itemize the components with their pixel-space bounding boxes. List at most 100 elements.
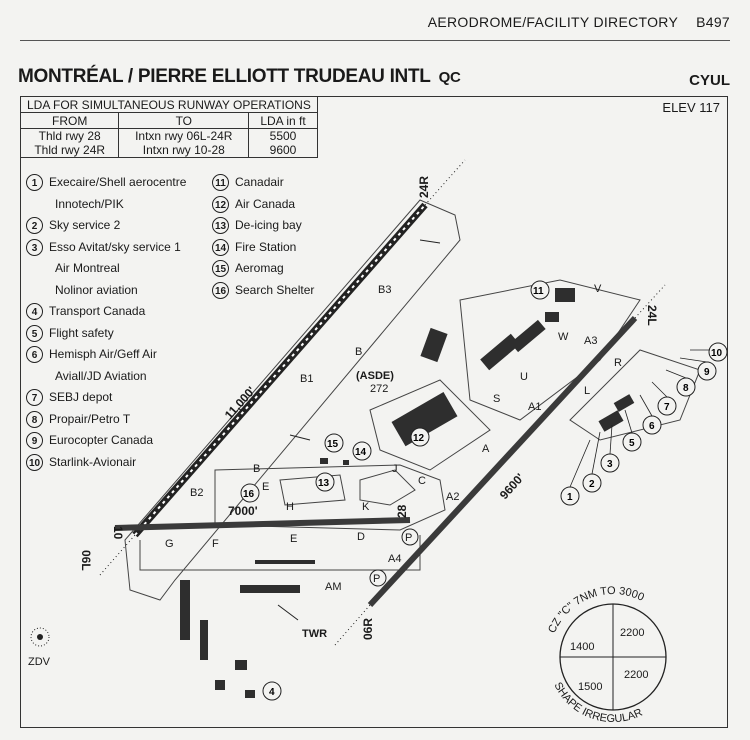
svg-text:15: 15 xyxy=(327,439,339,450)
airport-title: MONTRÉAL / PIERRE ELLIOTT TRUDEAU INTL QC xyxy=(18,66,461,88)
legend-text: Sky service 2 xyxy=(49,218,121,232)
legend-number: 12 xyxy=(212,195,229,213)
marker-1: 1 xyxy=(560,486,580,506)
runway-label-24l: 24L xyxy=(645,305,659,326)
building xyxy=(180,580,190,640)
legend-number: 11 xyxy=(212,174,229,192)
marker-9: 9 xyxy=(697,361,717,381)
taxiway-label: A1 xyxy=(528,401,541,413)
taxiway-label: H xyxy=(286,501,294,513)
building xyxy=(598,410,624,432)
legend-text: Air Montreal xyxy=(55,261,120,275)
taxiway-label: B3 xyxy=(378,284,391,296)
svg-text:1: 1 xyxy=(567,492,573,503)
taxiway-label: A2 xyxy=(446,491,459,503)
building-aeromag xyxy=(320,458,328,464)
building-canadair xyxy=(555,288,575,302)
lda-value-2: 9600 xyxy=(269,143,297,157)
building xyxy=(420,327,448,363)
legend-text: Starlink-Avionair xyxy=(49,454,137,469)
taxiway-label: B1 xyxy=(300,373,313,385)
airspace-q4: 2200 xyxy=(624,669,648,681)
taxiway-label: V xyxy=(594,283,602,295)
leader-line xyxy=(591,431,601,475)
svg-text:4: 4 xyxy=(269,687,275,698)
taxiway-label: U xyxy=(520,371,528,383)
lda-cell: Intxn rwy 06L-24R Intxn rwy 10-28 xyxy=(118,128,250,158)
svg-text:2: 2 xyxy=(589,479,595,490)
taxiway-label: C xyxy=(418,475,426,487)
building-air-canada xyxy=(391,392,458,447)
runway-label-24r: 24R xyxy=(417,176,431,198)
runway-06r-24l xyxy=(367,315,638,608)
runway-label-06r: 06R xyxy=(361,618,375,640)
taxiway-label: A3 xyxy=(584,335,597,347)
svg-text:8: 8 xyxy=(683,383,689,394)
marker-11: 11 xyxy=(530,280,550,300)
legend-item: 11 Canadair xyxy=(212,172,314,194)
marker-16: 16 xyxy=(240,483,260,503)
marker-12: 12 xyxy=(410,427,430,447)
lda-header-from: FROM xyxy=(19,112,120,129)
page-number: B497 xyxy=(696,14,730,30)
legend-text: SEBJ depot xyxy=(49,390,113,404)
airport-name: MONTRÉAL / PIERRE ELLIOTT TRUDEAU INTL xyxy=(18,66,431,87)
runway-length-10-28: 7000' xyxy=(228,504,258,518)
legend-text: Canadair xyxy=(235,175,284,189)
legend-item: Aviall/JD Aviation xyxy=(26,366,186,388)
svg-text:10: 10 xyxy=(711,348,723,359)
legend-number: 6 xyxy=(26,346,43,364)
legend-text: Innotech/PIK xyxy=(55,196,124,211)
tower-label: TWR xyxy=(302,628,327,640)
taxiway-label: K xyxy=(362,501,370,513)
svg-text:13: 13 xyxy=(318,478,330,489)
legend-number: 13 xyxy=(212,217,229,235)
svg-text:P: P xyxy=(405,532,412,544)
leader-line xyxy=(665,369,687,379)
airport-province: QC xyxy=(438,69,461,86)
svg-text:5: 5 xyxy=(629,438,635,449)
leader-line xyxy=(639,394,653,417)
marker-13: 13 xyxy=(315,472,335,492)
airspace-q3: 1500 xyxy=(578,681,602,693)
svg-text:12: 12 xyxy=(413,433,425,444)
legend-text: Transport Canada xyxy=(49,304,146,318)
legend-number: 14 xyxy=(212,238,229,256)
legend-number: 3 xyxy=(26,238,43,256)
runway-10-28 xyxy=(114,517,411,531)
taxiway-label: S xyxy=(493,393,500,405)
approach-lights-06l xyxy=(99,534,136,576)
legend-text: Execaire/Shell aerocentre xyxy=(49,175,187,189)
lda-from-1: Thld rwy 28 xyxy=(38,129,101,143)
lda-from-2: Thld rwy 24R xyxy=(34,143,106,157)
taxiway-label: R xyxy=(614,357,622,369)
taxiway-label: G xyxy=(165,538,174,550)
legend-text: Esso Avitat/sky service 1 xyxy=(49,239,181,254)
taxiway-label: B2 xyxy=(190,487,203,499)
lda-value-1: 5500 xyxy=(269,129,297,143)
approach-lights-24r xyxy=(424,159,466,206)
taxiway-label: W xyxy=(558,331,569,343)
marker-14: 14 xyxy=(352,441,372,461)
leader-line xyxy=(624,409,633,434)
leader-line xyxy=(609,424,613,455)
airspace-rose: CZ "C" 7NM TO 3000 SHAPE IRREGULAR 1400 … xyxy=(546,585,667,725)
building xyxy=(510,319,546,353)
svg-text:3: 3 xyxy=(607,459,613,470)
airspace-q2: 2200 xyxy=(620,627,644,639)
taxiway-label: J xyxy=(392,463,398,475)
runway-length-06r-24l: 9600' xyxy=(497,471,527,502)
arrow-icon xyxy=(419,239,441,244)
legend-number: 16 xyxy=(212,281,229,299)
building xyxy=(235,660,247,670)
